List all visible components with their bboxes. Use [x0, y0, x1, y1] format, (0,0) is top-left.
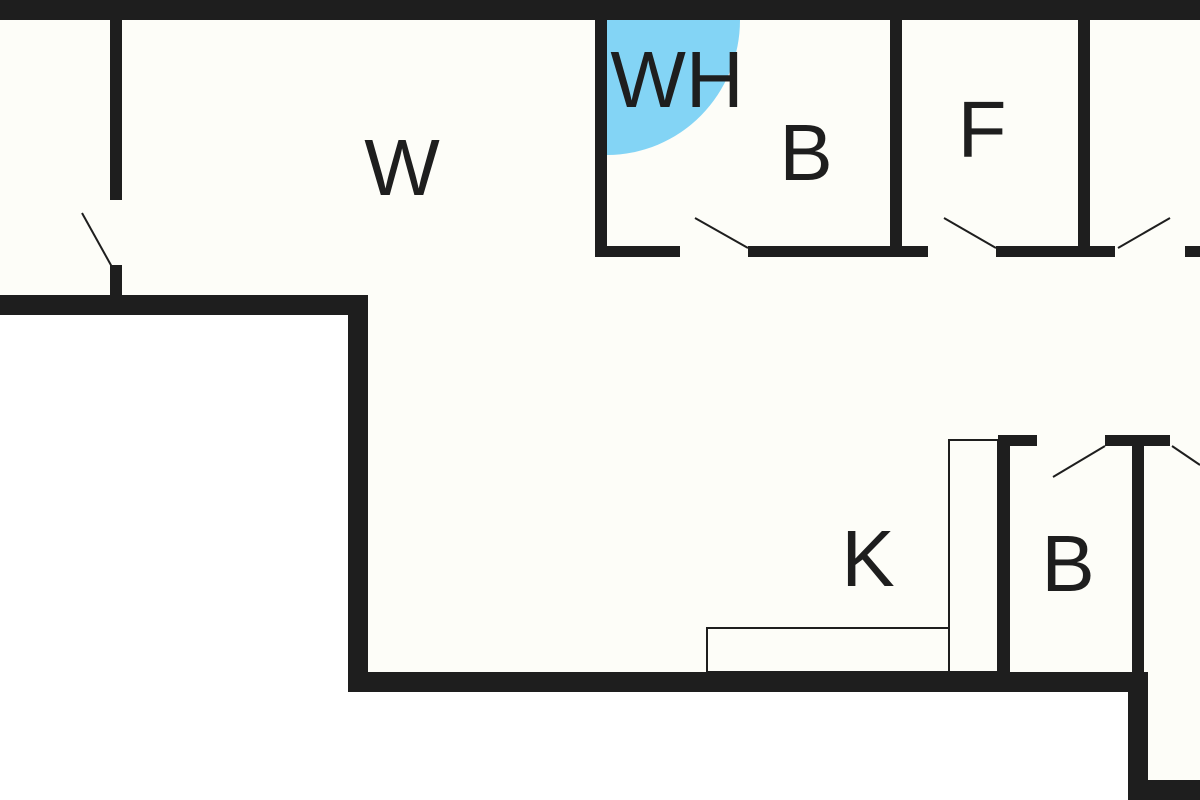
- wall-b2-top-a: [998, 435, 1037, 446]
- wall-left-upper: [110, 20, 122, 200]
- water-heater-zone: [607, 20, 740, 155]
- wall-bottom: [348, 672, 1148, 692]
- room-label-k: K: [841, 514, 894, 603]
- door-swing-b1: [694, 217, 749, 249]
- wall-bottom-right: [1148, 780, 1200, 800]
- kitchen-counter: [706, 627, 950, 673]
- wall-wh-left: [595, 20, 607, 257]
- room-label-w: W: [364, 123, 440, 212]
- door-swing-f: [943, 217, 997, 249]
- wall-right-room-bottom-a: [1090, 246, 1115, 257]
- wall-right-lower: [1128, 672, 1148, 800]
- room-label-f: F: [958, 85, 1007, 174]
- wall-f-bottom-a: [902, 246, 928, 257]
- door-swing-right-lower: [1171, 445, 1200, 466]
- wall-wh-bottom-a: [595, 246, 680, 257]
- wall-b2-right: [1132, 435, 1144, 672]
- room-label-b2: B: [1041, 519, 1094, 608]
- fixtures: [81, 212, 1200, 673]
- wall-right-room-bottom-b: [1185, 246, 1200, 257]
- kitchen-cabinet-tall: [948, 439, 999, 673]
- wall-b-f-divider: [890, 20, 902, 257]
- wall-wh-bottom-b: [748, 246, 902, 257]
- room-label-wh: WH: [610, 35, 743, 124]
- wall-f-bottom-b: [996, 246, 1090, 257]
- door-swing-right-room: [1117, 217, 1171, 249]
- wall-mid-horizontal: [0, 295, 368, 315]
- wall-top: [0, 0, 1200, 20]
- wall-b2-left: [998, 435, 1010, 672]
- wall-f-right: [1078, 20, 1090, 257]
- room-label-b1: B: [779, 108, 832, 197]
- wall-kitchen-left: [348, 295, 368, 692]
- door-swing-left: [81, 212, 113, 268]
- door-swing-b2: [1052, 445, 1106, 478]
